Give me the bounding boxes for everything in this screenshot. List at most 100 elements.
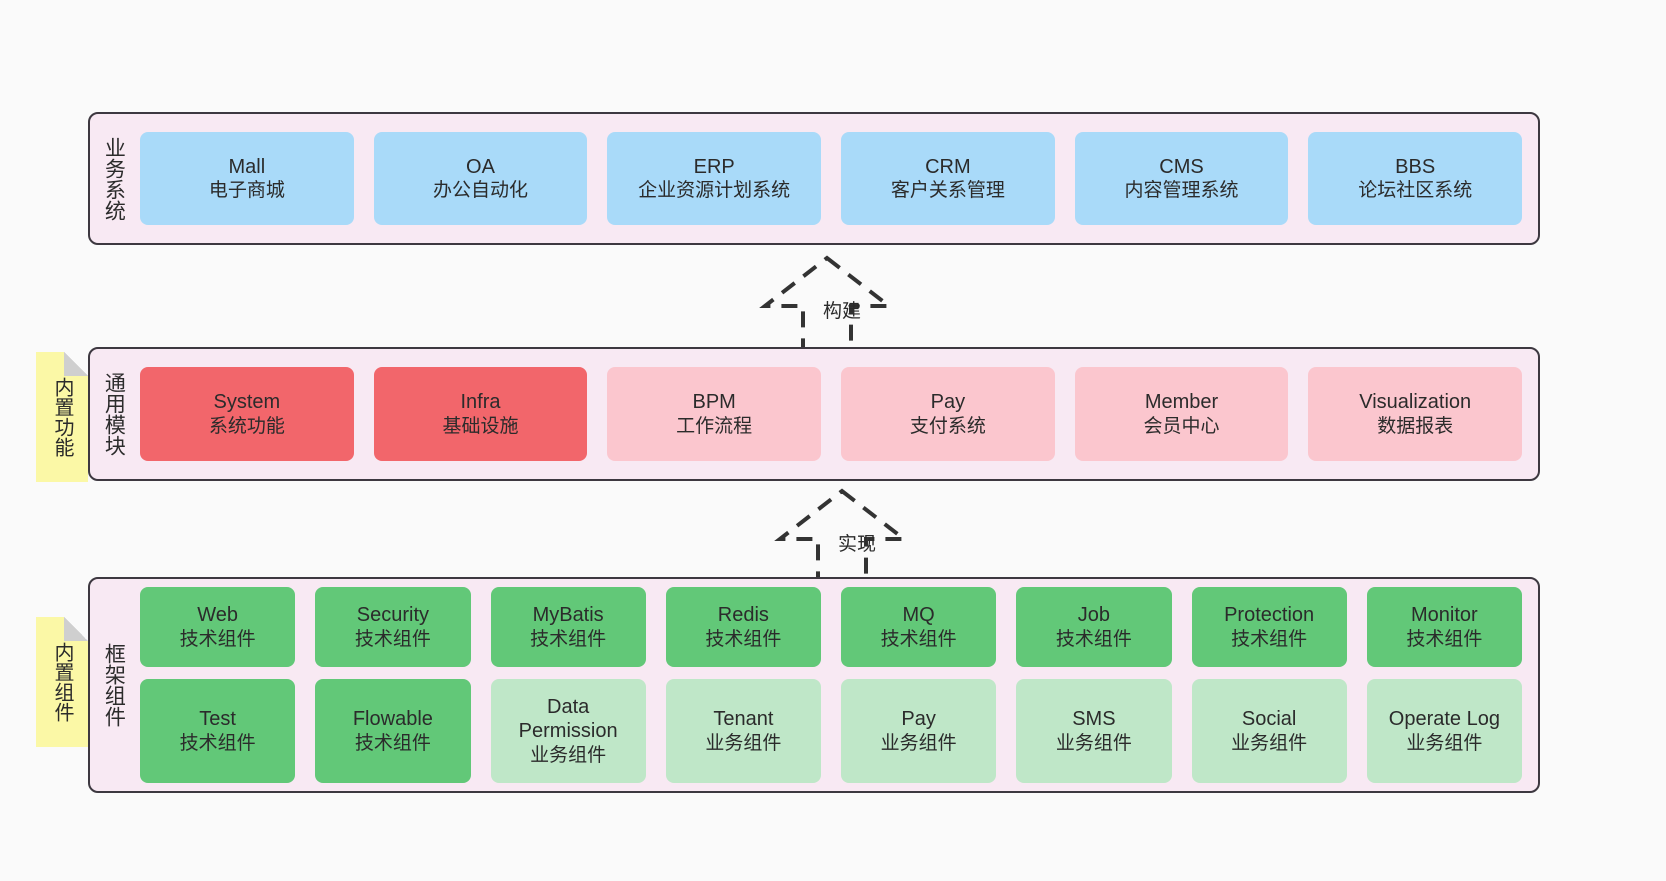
card-title: Tenant	[713, 708, 774, 731]
card-subtitle: 论坛社区系统	[1358, 180, 1473, 202]
card-sms[interactable]: SMS 业务组件	[1016, 678, 1172, 784]
note-builtin-functions: 内置功能	[36, 352, 88, 482]
card-title: MQ	[902, 604, 935, 627]
card-title: System	[213, 391, 281, 414]
card-title: ERP	[693, 155, 735, 178]
card-title: Mall	[228, 155, 266, 178]
card-subtitle: 办公自动化	[433, 180, 529, 202]
layer-body-framework: Web 技术组件 Security 技术组件 MyBatis 技术组件 Redi…	[136, 587, 1526, 784]
layer-title-common: 通用模块	[102, 372, 126, 456]
card-title: CMS	[1159, 155, 1204, 178]
card-subtitle: 技术组件	[1406, 628, 1483, 650]
card-crm[interactable]: CRM 客户关系管理	[841, 132, 1055, 225]
card-subtitle: 工作流程	[676, 415, 753, 437]
note-label: 内置组件	[51, 642, 73, 722]
card-operate-log[interactable]: Operate Log 业务组件	[1366, 678, 1522, 784]
card-title: BBS	[1395, 155, 1436, 178]
card-title: MyBatis	[532, 604, 604, 627]
card-subtitle: 技术组件	[1231, 628, 1308, 650]
layer-title-framework: 框架组件	[102, 643, 126, 727]
card-bpm[interactable]: BPM 工作流程	[607, 367, 822, 461]
card-job[interactable]: Job 技术组件	[1016, 587, 1172, 667]
card-subtitle: 会员中心	[1143, 415, 1220, 437]
card-flowable[interactable]: Flowable 技术组件	[315, 678, 471, 784]
connector-implement: 实现	[752, 488, 932, 591]
card-social[interactable]: Social 业务组件	[1191, 678, 1347, 784]
layer-title-business: 业务系统	[102, 136, 126, 221]
card-subtitle: 业务组件	[880, 732, 957, 754]
card-title: Social	[1241, 708, 1297, 731]
card-subtitle: 业务组件	[1231, 732, 1308, 754]
card-subtitle: 技术组件	[179, 732, 256, 754]
layer-framework-components: 框架组件 Web 技术组件 Security 技术组件 MyBatis 技术组件…	[88, 577, 1540, 793]
card-title: Web	[197, 604, 238, 627]
card-subtitle: 业务组件	[705, 732, 782, 754]
card-subtitle: 技术组件	[179, 628, 256, 650]
card-subtitle: 技术组件	[880, 628, 957, 650]
card-title: Test	[199, 708, 236, 731]
card-monitor[interactable]: Monitor 技术组件	[1366, 587, 1522, 667]
layer-body-business: Mall 电子商城 OA 办公自动化 ERP 企业资源计划系统 CRM 客户关系…	[136, 122, 1526, 235]
note-label: 内置功能	[51, 377, 73, 457]
card-tenant[interactable]: Tenant 业务组件	[665, 678, 821, 784]
card-pay-component[interactable]: Pay 业务组件	[841, 678, 997, 784]
card-subtitle: 内容管理系统	[1124, 180, 1239, 202]
card-title: Operate Log	[1388, 708, 1500, 731]
card-infra[interactable]: Infra 基础设施	[373, 367, 588, 461]
layer-business-system: 业务系统 Mall 电子商城 OA 办公自动化 ERP 企业资源计划系统 CRM…	[88, 112, 1540, 245]
card-subtitle: 技术组件	[354, 732, 431, 754]
card-row: Mall 电子商城 OA 办公自动化 ERP 企业资源计划系统 CRM 客户关系…	[140, 122, 1523, 235]
card-subtitle: 技术组件	[705, 628, 782, 650]
connector-label-implement: 实现	[838, 534, 877, 555]
card-mq[interactable]: MQ 技术组件	[841, 587, 997, 667]
card-subtitle: 系统功能	[208, 415, 285, 437]
card-title: CRM	[925, 155, 971, 178]
card-cms[interactable]: CMS 内容管理系统	[1074, 132, 1289, 225]
card-subtitle: 技术组件	[530, 628, 607, 650]
card-mall[interactable]: Mall 电子商城	[140, 132, 354, 225]
card-subtitle: 客户关系管理	[890, 180, 1005, 202]
card-title: Visualization	[1359, 391, 1472, 414]
connector-label-build: 构建	[823, 301, 862, 322]
card-mybatis[interactable]: MyBatis 技术组件	[490, 587, 646, 667]
card-title: Security	[356, 604, 429, 627]
card-subtitle: 企业资源计划系统	[638, 180, 791, 202]
card-system[interactable]: System 系统功能	[140, 367, 354, 461]
card-title: Monitor	[1411, 604, 1478, 627]
card-subtitle: 业务组件	[1055, 732, 1132, 754]
card-title: Job	[1077, 604, 1110, 627]
card-row: Web 技术组件 Security 技术组件 MyBatis 技术组件 Redi…	[140, 587, 1522, 667]
card-title: Member	[1144, 391, 1219, 414]
card-row: Test 技术组件 Flowable 技术组件 Data Permission …	[140, 678, 1522, 784]
card-erp[interactable]: ERP 企业资源计划系统	[607, 132, 822, 225]
card-bbs[interactable]: BBS 论坛社区系统	[1308, 132, 1523, 225]
card-web[interactable]: Web 技术组件	[140, 587, 296, 667]
card-member[interactable]: Member 会员中心	[1074, 367, 1289, 461]
card-subtitle: 业务组件	[1406, 732, 1483, 754]
card-title: Protection	[1224, 604, 1315, 627]
card-title: Infra	[460, 391, 501, 414]
card-subtitle: 基础设施	[442, 415, 519, 437]
card-protection[interactable]: Protection 技术组件	[1191, 587, 1347, 667]
card-data-permission[interactable]: Data Permission 业务组件	[490, 678, 646, 784]
card-pay-module[interactable]: Pay 支付系统	[841, 367, 1055, 461]
connector-build: 构建	[737, 255, 917, 358]
card-title: OA	[466, 155, 495, 178]
card-row: System 系统功能 Infra 基础设施 BPM 工作流程 Pay 支付系统…	[140, 357, 1523, 471]
card-title: Pay	[901, 708, 936, 731]
card-title: SMS	[1072, 708, 1116, 731]
card-security[interactable]: Security 技术组件	[315, 587, 471, 667]
card-test[interactable]: Test 技术组件	[140, 678, 296, 784]
card-visualization[interactable]: Visualization 数据报表	[1308, 367, 1523, 461]
card-title: Redis	[717, 604, 769, 627]
note-builtin-components: 内置组件	[36, 617, 88, 747]
card-oa[interactable]: OA 办公自动化	[373, 132, 588, 225]
card-title: Pay	[930, 391, 966, 414]
card-title: Data Permission	[518, 695, 618, 743]
card-subtitle: 业务组件	[530, 744, 607, 766]
card-subtitle: 电子商城	[208, 180, 285, 202]
card-title: Flowable	[352, 708, 433, 731]
card-subtitle: 技术组件	[1055, 628, 1132, 650]
card-redis[interactable]: Redis 技术组件	[665, 587, 821, 667]
